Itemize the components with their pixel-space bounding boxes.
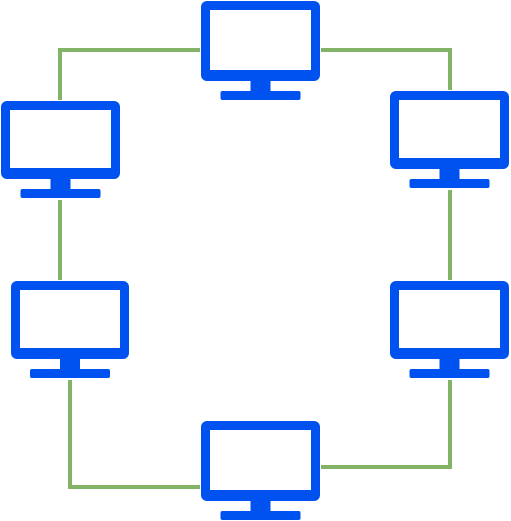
monitor-neck — [439, 168, 460, 180]
monitor-neck — [60, 358, 80, 370]
monitor-base — [409, 179, 490, 188]
monitor-base — [220, 91, 301, 100]
link-lower-right-to-bottom — [321, 380, 452, 469]
link-top-to-upper-left — [58, 48, 200, 100]
monitor-icon — [201, 421, 320, 520]
monitor-base — [20, 189, 101, 198]
link-lower-left-to-bottom — [68, 380, 200, 489]
monitor-screen — [20, 290, 120, 348]
network-links — [58, 48, 452, 489]
monitor-icon — [11, 281, 129, 378]
monitor-screen — [399, 290, 500, 348]
monitor-screen — [210, 10, 311, 70]
monitor-neck — [50, 178, 71, 190]
monitor-neck — [250, 500, 271, 512]
link-top-to-upper-right — [321, 48, 452, 90]
monitor-base — [409, 369, 490, 378]
monitor-icon — [390, 91, 509, 188]
monitor-icon — [1, 101, 120, 198]
monitor-neck — [439, 358, 460, 370]
monitor-screen — [399, 100, 500, 158]
monitor-icon — [390, 281, 509, 378]
monitor-base — [30, 369, 110, 378]
monitor-icon — [201, 1, 320, 100]
monitor-screen — [10, 110, 111, 168]
monitor-neck — [250, 80, 271, 92]
monitor-base — [220, 511, 301, 520]
monitor-screen — [210, 430, 311, 490]
